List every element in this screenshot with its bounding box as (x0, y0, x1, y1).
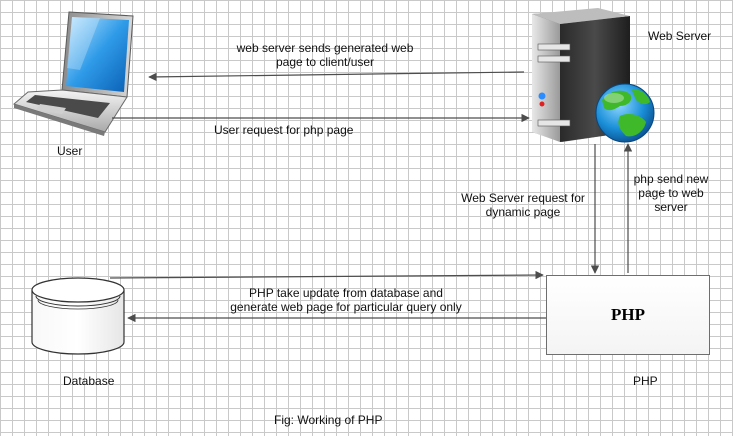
php-process-box: PHP (546, 275, 710, 355)
server-to-php-label: Web Server request for dynamic page (461, 191, 585, 219)
user-to-server-label: User request for php page (214, 123, 354, 137)
php-to-server-label: php send new page to web server (633, 172, 709, 214)
php-to-database-label: PHP take update from database and genera… (230, 286, 462, 314)
arrow-server-to-user (148, 71, 525, 82)
user-label: User (57, 144, 83, 158)
database-label: Database (63, 374, 115, 388)
laptop-icon (12, 11, 134, 136)
php-box-label: PHP (611, 305, 645, 324)
globe-icon (595, 83, 655, 143)
web-server-label: Web Server (648, 29, 712, 43)
database-icon (31, 277, 125, 355)
php-caption-label: PHP (633, 374, 658, 388)
arrow-database-to-php (109, 270, 544, 280)
server-to-user-label: web server sends generated web page to c… (236, 41, 414, 69)
figure-caption: Fig: Working of PHP (274, 413, 383, 427)
